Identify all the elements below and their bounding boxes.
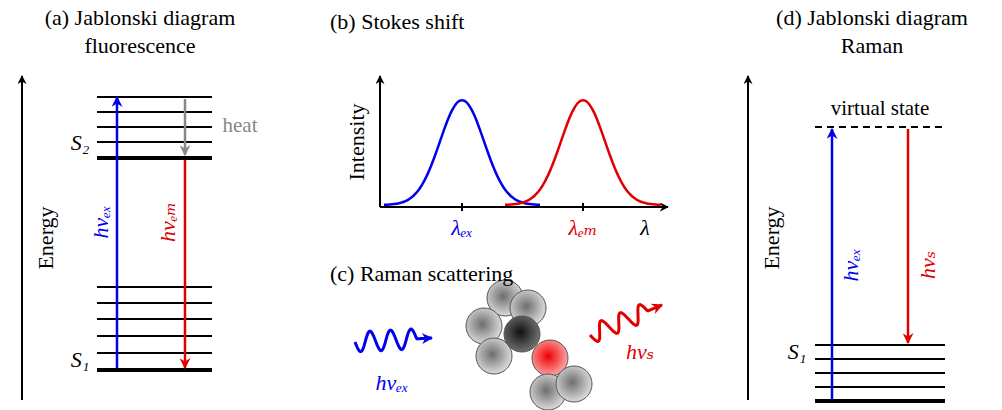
heat-arrow xyxy=(184,99,187,155)
raman-scattering xyxy=(355,280,662,410)
atom xyxy=(504,316,540,352)
panel-title: (a) Jablonski diagram fluorescence xyxy=(20,4,260,59)
virtual-level xyxy=(815,126,945,128)
level-label: S₂ xyxy=(71,129,90,157)
atom xyxy=(556,366,592,402)
peak-label: λₑₓ xyxy=(451,214,473,242)
photon-label: hνₑₘ xyxy=(154,202,182,242)
panel-title: (c) Raman scattering xyxy=(330,260,513,288)
scattered-photon xyxy=(590,305,662,342)
axis-label: Energy xyxy=(758,206,786,269)
panel-title: (b) Stokes shift xyxy=(330,8,464,36)
emission-curve xyxy=(505,100,661,205)
axis-label: λ xyxy=(640,214,650,242)
excitation-arrow xyxy=(116,97,119,368)
photon-label: hνₑₓ xyxy=(87,206,115,239)
energy-axis xyxy=(21,76,23,400)
tick xyxy=(461,203,463,211)
emission-arrow xyxy=(184,160,187,368)
photon-label: hνₑₓ xyxy=(837,249,865,282)
s1-levels xyxy=(815,345,945,401)
s1-levels xyxy=(97,287,212,370)
excitation-curve xyxy=(384,100,540,205)
level-label: virtual state xyxy=(831,95,930,121)
photon-label: hνₑₓ xyxy=(376,369,409,397)
peak-label: λₑₘ xyxy=(569,214,598,242)
jablonski-fluorescence xyxy=(22,76,212,400)
axis-label: Energy xyxy=(32,206,60,269)
axis-label: Intensity xyxy=(343,104,371,181)
scattered-arrow xyxy=(907,129,910,343)
level-label: S₁ xyxy=(71,346,90,374)
energy-axis xyxy=(747,76,749,400)
process-label: heat xyxy=(223,112,258,138)
s2-levels xyxy=(97,97,212,158)
y-axis xyxy=(379,76,381,207)
panel-title: (d) Jablonski diagram Raman xyxy=(752,4,992,59)
level-label: S₁ xyxy=(788,338,807,366)
stokes-plot xyxy=(380,76,668,211)
x-axis xyxy=(380,206,668,208)
photon-label: hνₛ xyxy=(626,338,654,366)
excitation-arrow xyxy=(831,129,834,399)
molecule xyxy=(466,280,592,410)
tick xyxy=(582,203,584,211)
photon-label: hνₛ xyxy=(914,251,942,279)
incident-photon xyxy=(355,329,432,352)
jablonski-raman xyxy=(748,76,945,401)
